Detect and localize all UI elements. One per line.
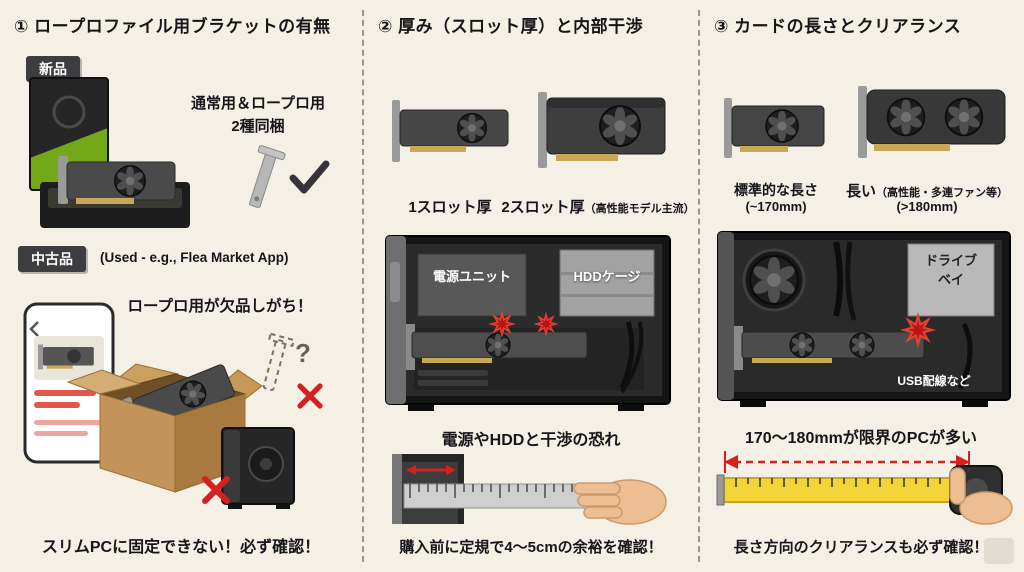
watermark [984, 538, 1014, 564]
panel1-bottom-caption: スリムPCに固定できない！必ず確認！ [41, 539, 321, 556]
long-gpu-icon [858, 86, 1006, 158]
check-icon [293, 164, 326, 190]
ruler-icon [403, 483, 595, 509]
slot2-label-group: 2スロット厚（高性能モデル主流） [500, 196, 696, 217]
interference-caption: 電源やHDDと干渉の恐れ [441, 432, 621, 449]
slim-pc-case-icon [221, 427, 295, 509]
gpu-card-icon [58, 156, 176, 204]
slot1-label: 1スロット厚 [408, 199, 492, 216]
used-gpu-scene-illustration [23, 302, 345, 509]
length-limit-caption: 170〜180mmが限界のPCが多い [744, 430, 978, 447]
ruler-measure-illustration [392, 454, 667, 525]
low-profile-bracket-icon [249, 145, 286, 209]
installed-gpu-icon [406, 324, 588, 370]
used-note: (Used - e.g., Flea Market App) [100, 250, 289, 265]
slot2-note: （高性能モデル主流） [584, 203, 695, 215]
panel-divider-2 [698, 10, 700, 562]
collision-burst-icon [533, 311, 559, 337]
hand-icon [573, 479, 667, 525]
collision-burst-icon [899, 311, 937, 349]
standard-length-label: 標準的な長さ [734, 182, 818, 198]
panel2-bottom-caption: 購入前に定規で4〜5cmの余裕を確認！ [399, 539, 663, 556]
usb-wiring-label: USB配線など [897, 374, 971, 388]
hand-icon [949, 467, 1013, 525]
new-caption: 通常用＆ロープロ用 2種同梱 [190, 95, 326, 136]
standard-length-gpu-icon [724, 98, 825, 158]
card-length-gpus-illustration [724, 86, 1006, 158]
question-mark: ? [295, 338, 311, 368]
new-gpu-box-illustration [29, 77, 342, 228]
panel-divider-1 [362, 10, 364, 562]
panel2-title: ② 厚み（スロット厚）と内部干渉 [378, 17, 644, 36]
used-warning: ロープロ用が欠品しがち！ [127, 298, 313, 315]
pc-interior-interference-illustration [385, 235, 671, 411]
panel3-bottom-caption: 長さ方向のクリアランスも必ず確認！ [733, 539, 989, 556]
case-fan-icon [748, 254, 800, 306]
long-label: 長い [845, 183, 876, 200]
clearance-arrow-icon [724, 451, 970, 473]
phone-icon [23, 302, 115, 464]
slot-thickness-gpus-illustration [392, 92, 666, 168]
panel1-title: ① ロープロファイル用ブラケットの有無 [14, 17, 331, 36]
long-size-note: (>180mm) [896, 199, 958, 214]
standard-length-note: (~170mm) [745, 199, 807, 214]
pc-interior-length-illustration [717, 231, 1011, 407]
slot2-label: 2スロット厚 [501, 199, 585, 216]
x-mark-icon [300, 386, 320, 406]
long-note: （高性能・多連ファン等） [876, 187, 1008, 199]
psu-label: 電源ユニット [432, 269, 511, 284]
collision-burst-icon [488, 310, 516, 338]
hdd-label: HDDケージ [573, 269, 641, 284]
long-label-group: 長い（高性能・多連ファン等） [832, 180, 1022, 201]
used-badge: 中古品 [18, 246, 86, 272]
tape-measure-illustration [716, 451, 1013, 525]
one-slot-gpu-icon [392, 100, 509, 162]
installed-long-gpu-icon [734, 326, 925, 370]
panel3-title: ③ カードの長さとクリアランス [714, 17, 962, 36]
drive-bay-label: ドライブ ベイ [924, 253, 977, 287]
two-slot-gpu-icon [538, 92, 666, 168]
